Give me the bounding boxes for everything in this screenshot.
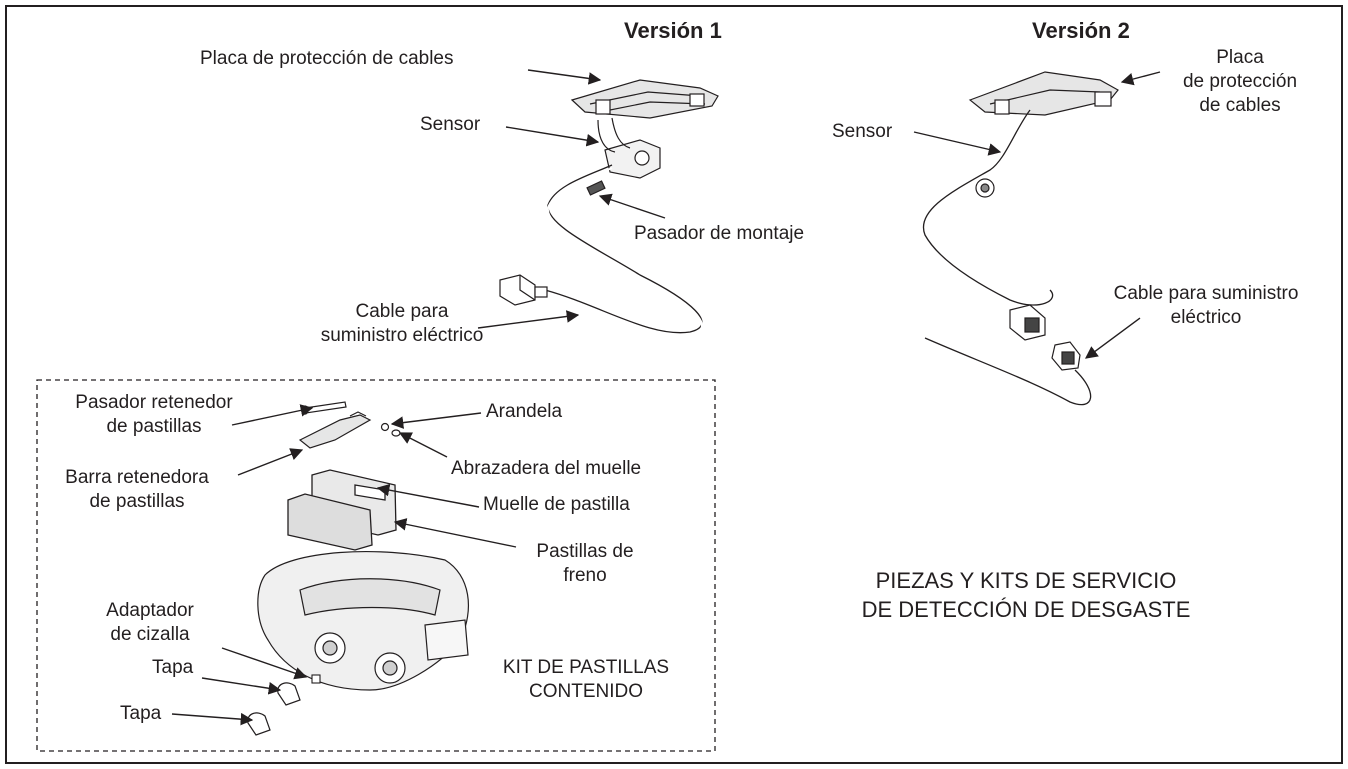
pad-retainer-pin-label: Pasador retenedor de pastillas: [44, 391, 264, 439]
pad-kit-contents-label-line1: KIT DE PASTILLAS: [502, 657, 670, 678]
v2-power-cable-label-line2: eléctrico: [1170, 307, 1242, 328]
cap-1: [277, 682, 301, 706]
version-1-title: Versión 1: [624, 18, 722, 43]
figure-border: [5, 5, 1343, 764]
v1-sensor-label: Sensor: [420, 114, 481, 135]
main-title-line1: PIEZAS Y KITS DE SERVICIO: [875, 568, 1177, 593]
brake-pads-label-line2: freno: [563, 565, 607, 586]
v1-cable-guard-plate-label: Placa de protección de cables: [200, 48, 454, 69]
brake-pads-label: Pastillas de freno: [510, 540, 660, 588]
v1-power-connector: [499, 274, 548, 306]
v1-sensor-cable: [544, 164, 703, 334]
pad-spring-label: Muelle de pastilla: [483, 494, 630, 515]
v1-mounting-pin: [586, 180, 606, 196]
shear-adapter-label: Adaptador de cizalla: [90, 599, 210, 647]
brake-pads-label-line1: Pastillas de: [536, 541, 634, 562]
version-2-title: Versión 2: [1032, 18, 1130, 43]
v2-cable-guard-plate-label-line1: Placa: [1216, 47, 1264, 68]
pad-retainer-bar: [298, 411, 372, 449]
v2-sensor-cable: [922, 109, 1054, 306]
v1-sensor-body: [597, 117, 661, 179]
v2-cable-guard-plate: [968, 71, 1119, 116]
v2-inline-connector: [1009, 304, 1046, 341]
pad-retainer-bar-label: Barra retenedora de pastillas: [42, 466, 232, 514]
main-title: PIEZAS Y KITS DE SERVICIO DE DETECCIÓN D…: [816, 566, 1236, 624]
shear-adapter-label-line1: Adaptador: [106, 600, 194, 621]
v1-power-cable-label-line1: Cable para: [355, 301, 449, 322]
shear-adapter-label-line2: de cizalla: [110, 624, 190, 645]
v2-sensor-clip: [975, 178, 995, 198]
washer-label: Arandela: [486, 401, 563, 422]
v2-cable-guard-plate-label: Placa de protección de cables: [1160, 46, 1320, 118]
v2-sensor-label: Sensor: [832, 121, 893, 142]
brake-pads: [287, 469, 397, 551]
v2-power-connector: [1051, 341, 1081, 371]
pad-retainer-bar-label-line1: Barra retenedora: [65, 467, 209, 488]
washer-and-spring-clip: [380, 422, 401, 437]
v2-supply-cable: [924, 337, 1092, 406]
v1-cable-guard-plate: [570, 79, 719, 119]
v1-power-cable-label-line2: suministro eléctrico: [320, 325, 484, 346]
pad-kit-dashed-box: [36, 379, 716, 752]
v1-mounting-pin-label: Pasador de montaje: [634, 223, 805, 244]
pad-kit-contents-label-line2: CONTENIDO: [529, 681, 643, 702]
v2-power-cable-label-line1: Cable para suministro: [1113, 283, 1299, 304]
cap-2: [247, 712, 271, 736]
pad-retainer-pin-label-line1: Pasador retenedor: [75, 392, 233, 413]
v1-power-cable-label: Cable para suministro eléctrico: [312, 300, 492, 348]
pad-retainer-pin: [301, 401, 347, 415]
cap-2-label: Tapa: [120, 703, 162, 724]
pad-retainer-bar-label-line2: de pastillas: [89, 491, 185, 512]
cap-1-label: Tapa: [152, 657, 194, 678]
shear-adapter: [311, 674, 321, 684]
v2-cable-guard-plate-label-line2: de protección: [1182, 71, 1298, 92]
pad-kit-contents-label: KIT DE PASTILLAS CONTENIDO: [486, 656, 686, 704]
main-title-line2: DE DETECCIÓN DE DESGASTE: [861, 597, 1191, 622]
caliper-body: [257, 550, 469, 691]
pad-retainer-pin-label-line2: de pastillas: [106, 416, 202, 437]
spring-clip-label: Abrazadera del muelle: [451, 458, 642, 479]
v2-cable-guard-plate-label-line3: de cables: [1199, 95, 1281, 116]
v2-power-cable-label: Cable para suministro eléctrico: [1096, 282, 1316, 330]
